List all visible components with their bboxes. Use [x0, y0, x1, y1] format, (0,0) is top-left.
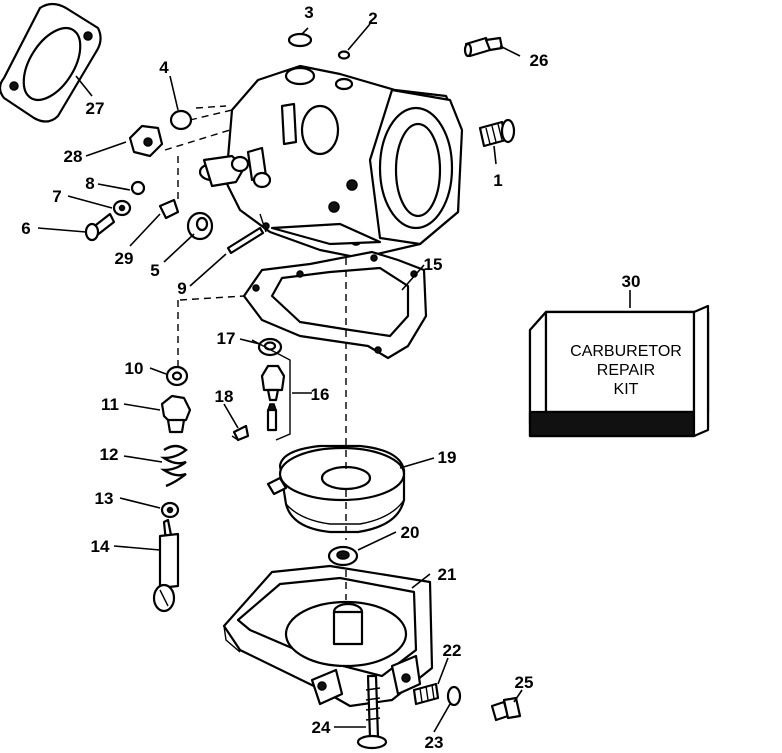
- callout-26: 26: [530, 51, 549, 70]
- part-22-screw: [412, 682, 440, 706]
- part-27-flange-gasket: [0, 2, 102, 123]
- part-1-screw: [478, 118, 516, 148]
- callout-11: 11: [101, 395, 119, 414]
- callout-5: 5: [150, 261, 159, 280]
- part-2-pin: [337, 50, 351, 60]
- part-12-spring: [160, 444, 188, 488]
- kit-label-line1: CARBURETOR: [570, 343, 682, 360]
- callout-9: 9: [177, 279, 186, 298]
- callout-3: 3: [304, 3, 313, 22]
- callout-4: 4: [159, 58, 169, 77]
- callout-numbers: 1 2 3 4 5 6 7 8 9 10 11 12 13 14 15 16 1…: [21, 3, 640, 752]
- callout-15: 15: [424, 255, 443, 274]
- part-5-seal: [186, 211, 214, 241]
- callout-28: 28: [64, 147, 83, 166]
- callout-14: 14: [91, 537, 110, 556]
- part-16-needle-seat: [251, 339, 291, 441]
- callout-29: 29: [115, 249, 134, 268]
- part-26-fitting: [463, 36, 504, 58]
- part-20-washer: [327, 545, 359, 567]
- callout-17: 17: [217, 329, 236, 348]
- part-28-nut: [128, 124, 164, 158]
- part-21-float-bowl: [222, 564, 434, 708]
- callout-2: 2: [368, 9, 377, 28]
- part-8-lock-washer: [130, 180, 146, 196]
- part-17-washer: [257, 337, 283, 357]
- part-15-gasket: [242, 250, 428, 360]
- part-11-fitting: [160, 394, 192, 434]
- part-4-plug: [169, 109, 193, 131]
- callout-20: 20: [401, 523, 420, 542]
- callout-23: 23: [425, 733, 444, 752]
- part-18-clip: [231, 424, 250, 442]
- callout-12: 12: [100, 445, 119, 464]
- callout-10: 10: [125, 359, 144, 378]
- callout-6: 6: [21, 219, 30, 238]
- part-30-repair-kit-box: [528, 304, 710, 438]
- callout-1: 1: [493, 171, 502, 190]
- callout-25: 25: [515, 673, 534, 692]
- callout-18: 18: [215, 387, 234, 406]
- assembly-lines: [164, 105, 347, 600]
- part-13-washer: [160, 501, 180, 519]
- leader-lines: [37, 23, 631, 733]
- callout-30: 30: [622, 272, 641, 291]
- part-19-float: [266, 444, 406, 534]
- kit-label-line3: KIT: [614, 381, 639, 398]
- callout-24: 24: [312, 718, 331, 737]
- part-24-screw: [356, 674, 388, 750]
- callout-8: 8: [85, 174, 94, 193]
- part-29-clip: [158, 198, 180, 220]
- callout-22: 22: [443, 641, 462, 660]
- callout-7: 7: [52, 187, 61, 206]
- part-6-screw: [84, 212, 116, 242]
- part-7-washer: [112, 199, 132, 217]
- callout-21: 21: [438, 565, 457, 584]
- part-10-washer: [165, 365, 189, 387]
- part-9-pin: [226, 226, 265, 255]
- callout-16: 16: [311, 385, 330, 404]
- callout-27: 27: [86, 99, 105, 118]
- part-25-drain-plug: [490, 696, 522, 722]
- part-23-o-ring: [446, 685, 462, 707]
- kit-label-line2: REPAIR: [597, 362, 655, 379]
- part-14-needle-screw: [152, 518, 180, 613]
- carburetor-body: [198, 64, 464, 260]
- part-3-plug: [287, 32, 313, 48]
- callout-19: 19: [438, 448, 457, 467]
- callout-13: 13: [95, 489, 114, 508]
